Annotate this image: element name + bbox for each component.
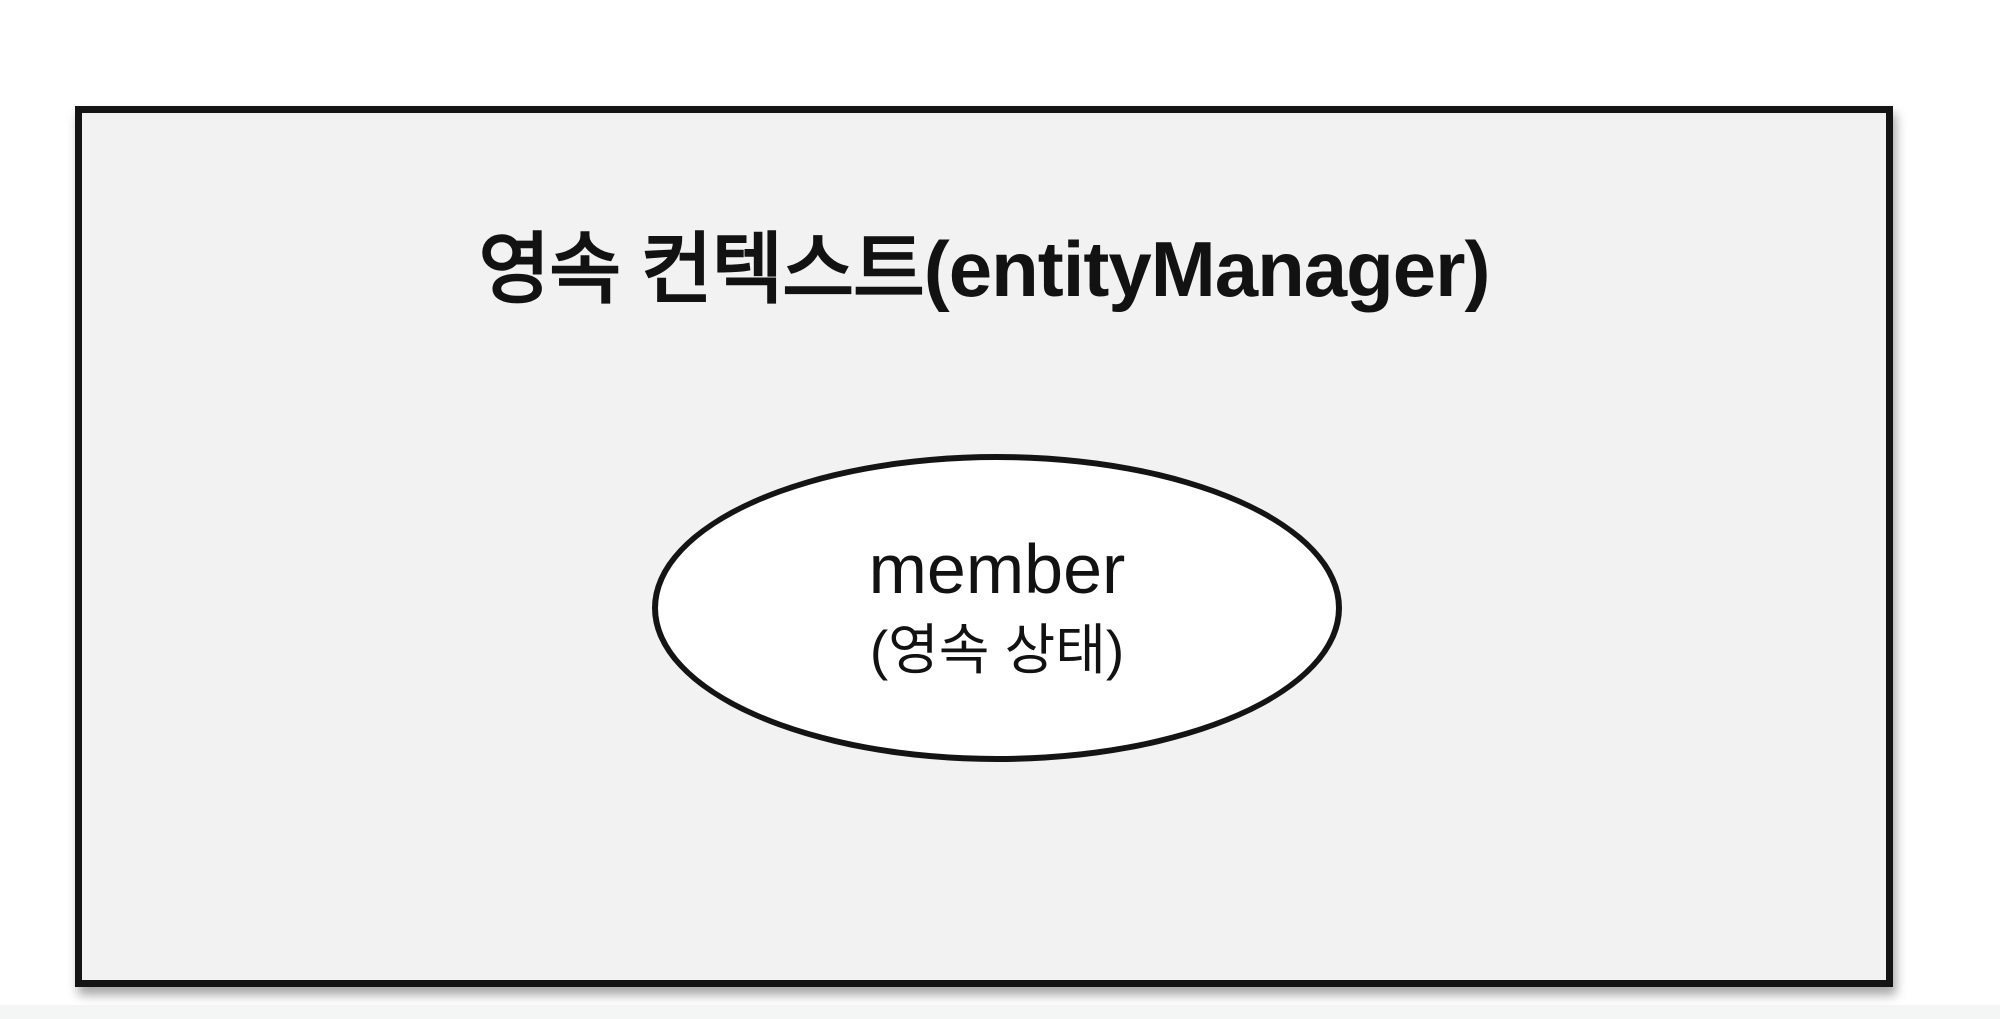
entity-name-label: member xyxy=(868,530,1126,609)
bottom-strip xyxy=(0,1005,2000,1019)
persistence-context-title: 영속 컨텍스트(entityManager) xyxy=(478,225,1491,313)
entity-state-label: (영속 상태) xyxy=(869,619,1125,682)
member-entity-ellipse: member (영속 상태) xyxy=(652,454,1342,762)
persistence-context-box: 영속 컨텍스트(entityManager) member (영속 상태) xyxy=(75,106,1893,987)
